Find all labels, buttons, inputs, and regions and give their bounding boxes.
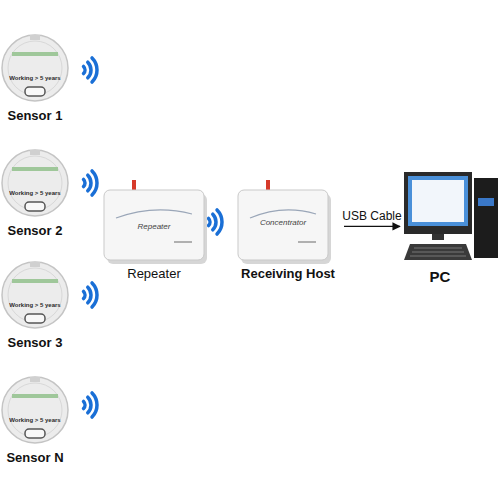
sensor-ring: [8, 383, 62, 437]
wireless-arc: [84, 179, 85, 186]
device-print: Repeater: [110, 222, 198, 231]
wireless-arc: [84, 291, 85, 298]
device-print: Concentrator: [238, 218, 328, 227]
device-print: Working > 5 years: [5, 75, 65, 82]
wireless-arc: [88, 287, 91, 303]
device-swoosh: [116, 210, 192, 218]
sensor-hole: [25, 429, 45, 438]
sensor-body: [2, 377, 68, 443]
wireless-arc: [88, 397, 91, 413]
sensor-notch: [30, 35, 40, 40]
wireless-arc: [209, 218, 210, 225]
wireless-arc: [88, 175, 91, 191]
wireless-arc: [92, 283, 97, 307]
sensor-body: [2, 150, 68, 216]
wireless-arc: [213, 214, 216, 230]
sensor-stripe: [12, 394, 58, 398]
edge-label: USB Cable: [332, 209, 412, 223]
node-label: Sensor 3: [0, 336, 70, 351]
device-swoosh: [250, 210, 316, 218]
pc-keys: [410, 248, 466, 256]
wireless-arc: [92, 58, 97, 82]
node-label: Sensor 1: [0, 109, 70, 124]
device-print: Working > 5 years: [5, 190, 65, 197]
sensor-body: [2, 262, 68, 328]
wireless-arc: [84, 401, 85, 408]
sensor-ring: [8, 156, 62, 210]
sensor-hole: [25, 87, 45, 96]
pc-stand: [432, 234, 444, 240]
device-leds: [298, 241, 316, 243]
computer-node: PC: [400, 168, 500, 290]
device-case: [238, 190, 328, 260]
node-label: Sensor 2: [0, 224, 70, 239]
device-leds: [174, 241, 192, 243]
sensor-node: Sensor N Working > 5 years: [0, 372, 70, 472]
device-print: Working > 5 years: [5, 302, 65, 309]
sensor-node: Sensor 3 Working > 5 years: [0, 257, 70, 357]
cable-arrow: [344, 226, 400, 227]
sensor-node: Sensor 2 Working > 5 years: [0, 145, 70, 245]
wireless-arc: [84, 66, 85, 73]
node-label: Sensor N: [0, 451, 70, 466]
pc-tower: [474, 178, 498, 258]
sensor-hole: [25, 314, 45, 323]
pc-tower-panel: [478, 198, 494, 206]
sensor-stripe: [12, 279, 58, 283]
device-node: Receiving Host Concentrator: [232, 178, 344, 288]
node-label: Repeater: [100, 267, 208, 282]
sensor-notch: [30, 262, 40, 267]
sensor-hole: [25, 202, 45, 211]
node-label: PC: [400, 268, 480, 285]
node-label: Receiving Host: [232, 267, 344, 282]
sensor-body: [2, 35, 68, 101]
sensor-node: Sensor 1 Working > 5 years: [0, 30, 70, 130]
device-node: RepeaterRepeater: [100, 178, 208, 288]
device-print: Working > 5 years: [5, 417, 65, 424]
sensor-ring: [8, 41, 62, 95]
pc-window: [412, 180, 464, 222]
sensor-stripe: [12, 52, 58, 56]
wireless-arc: [88, 62, 91, 78]
wireless-arc: [92, 171, 97, 195]
pc-monitor: [404, 172, 472, 234]
device-case: [104, 190, 204, 260]
wireless-arc: [92, 393, 97, 417]
pc-screen: [408, 176, 468, 226]
sensor-notch: [30, 150, 40, 155]
sensor-ring: [8, 268, 62, 322]
sensor-notch: [30, 377, 40, 382]
sensor-stripe: [12, 167, 58, 171]
wireless-arc: [217, 210, 222, 234]
pc-keyboard: [404, 244, 472, 260]
